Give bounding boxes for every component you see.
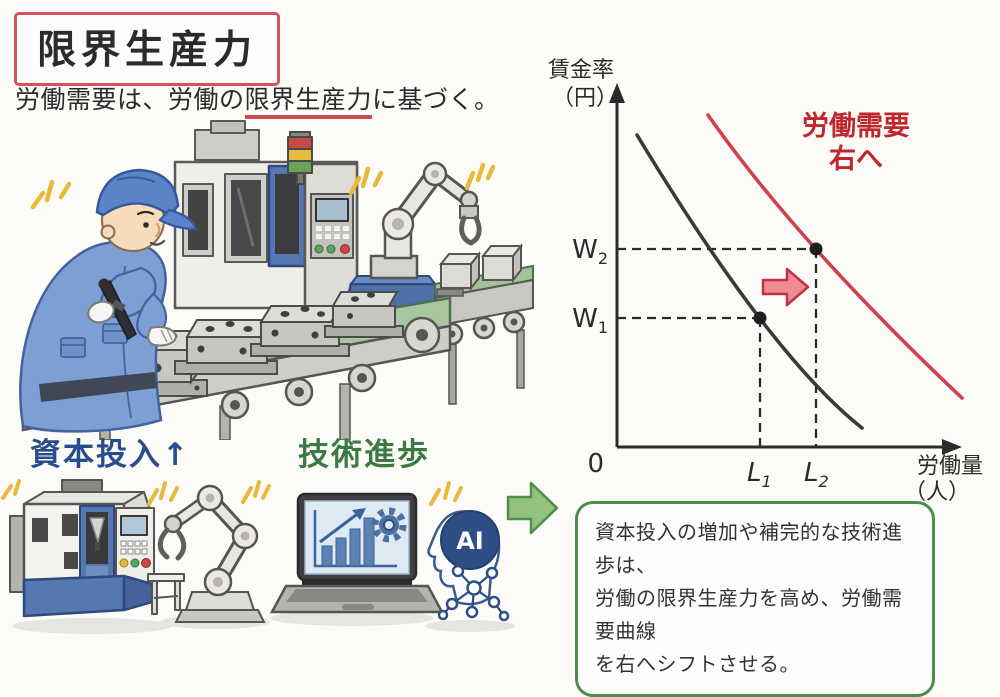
subtitle-post: に基づく。 <box>372 85 500 114</box>
y-axis-label-line2: （円） <box>552 86 618 111</box>
worker-cap-icon <box>95 168 198 231</box>
note-line: 資本投入の増加や補完的な技術進歩は、 <box>595 520 903 577</box>
tick-l1: L1 <box>747 458 772 491</box>
metal-block <box>324 291 404 338</box>
sparkle-icon <box>1 479 21 500</box>
shift-annotation-line2: 右へ <box>829 144 883 175</box>
dashed-guides <box>617 247 818 447</box>
cnc-machine <box>173 120 359 310</box>
robot-arm-icon <box>157 484 266 623</box>
hand-tool-icon <box>98 278 137 341</box>
note-line: 労働の限界生産力を高め、労働需要曲線 <box>595 586 903 643</box>
sparkle-icon <box>30 179 72 210</box>
y-axis-label-line1: 賃金率 <box>548 58 614 83</box>
page-title: 限界生産力 <box>14 12 281 86</box>
label-capital-input: 資本投入↑ <box>30 437 190 473</box>
secondary-conveyor <box>434 243 534 405</box>
factory-scene-illustration <box>19 120 534 440</box>
shift-right-arrow-icon <box>761 267 810 307</box>
subtitle-pre: 労働需要は、労働の <box>15 85 245 114</box>
gear-icon <box>371 507 407 543</box>
robot-gripper-icon <box>157 527 187 561</box>
infographic-canvas: { "page": { "background": "#fcfbf8", "wi… <box>1 12 983 697</box>
y-axis-arrowhead <box>609 83 625 103</box>
sparkle-icon <box>429 481 463 506</box>
x-axis-label-line2: （人） <box>904 480 970 505</box>
label-technology: 技術進歩 <box>298 437 430 473</box>
equilibrium-point-shifted <box>809 242 823 256</box>
tick-l2: L2 <box>804 458 829 491</box>
laptop-analytics-icon <box>269 492 445 614</box>
factory-worker <box>19 168 198 433</box>
carton-box-icon <box>480 243 524 283</box>
green-arrow-icon <box>506 481 559 535</box>
labor-demand-chart: 賃金率 （円） 労働需要 右へ W2 W1 0 L1 L2 労働量 （人） <box>548 58 983 505</box>
sparkle-icon <box>241 480 271 504</box>
tick-w1: W1 <box>572 304 608 337</box>
note-line: を右へシフトさせる。 <box>595 652 800 676</box>
chart-axes <box>615 97 948 449</box>
sparkle-icon <box>348 166 384 196</box>
robot-gripper-icon <box>459 205 482 246</box>
bar-chart-icon <box>313 508 397 568</box>
cnc-machine-icon <box>9 479 185 618</box>
subtitle: 労働需要は、労働の限界生産力に基づく。 <box>15 80 500 119</box>
carton-box-icon <box>438 251 482 291</box>
ai-head-icon: AI <box>427 510 510 622</box>
demand-curve-initial <box>635 133 864 430</box>
sparkle-icon <box>464 162 496 191</box>
summary-note-box: 資本投入の増加や補完的な技術進歩は、 労働の限界生産力を高め、労働需要曲線 を右… <box>575 501 935 697</box>
ai-label: AI <box>456 527 484 555</box>
shift-annotation-line1: 労働需要 <box>802 111 910 142</box>
equilibrium-point-initial <box>753 311 767 325</box>
step-stool-icon <box>147 573 185 615</box>
x-axis-arrowhead <box>942 439 962 455</box>
subtitle-highlight: 限界生産力 <box>244 85 373 119</box>
tick-w2: W2 <box>572 235 608 268</box>
origin-label: 0 <box>587 449 604 479</box>
bottom-row-illustration: AI <box>1 479 559 634</box>
sparkle-icon <box>147 481 179 506</box>
network-nodes-icon <box>437 564 510 622</box>
machine-control-panel <box>310 193 354 259</box>
stack-light-icon <box>287 131 313 185</box>
x-axis-label-line1: 労働量 <box>917 454 983 479</box>
